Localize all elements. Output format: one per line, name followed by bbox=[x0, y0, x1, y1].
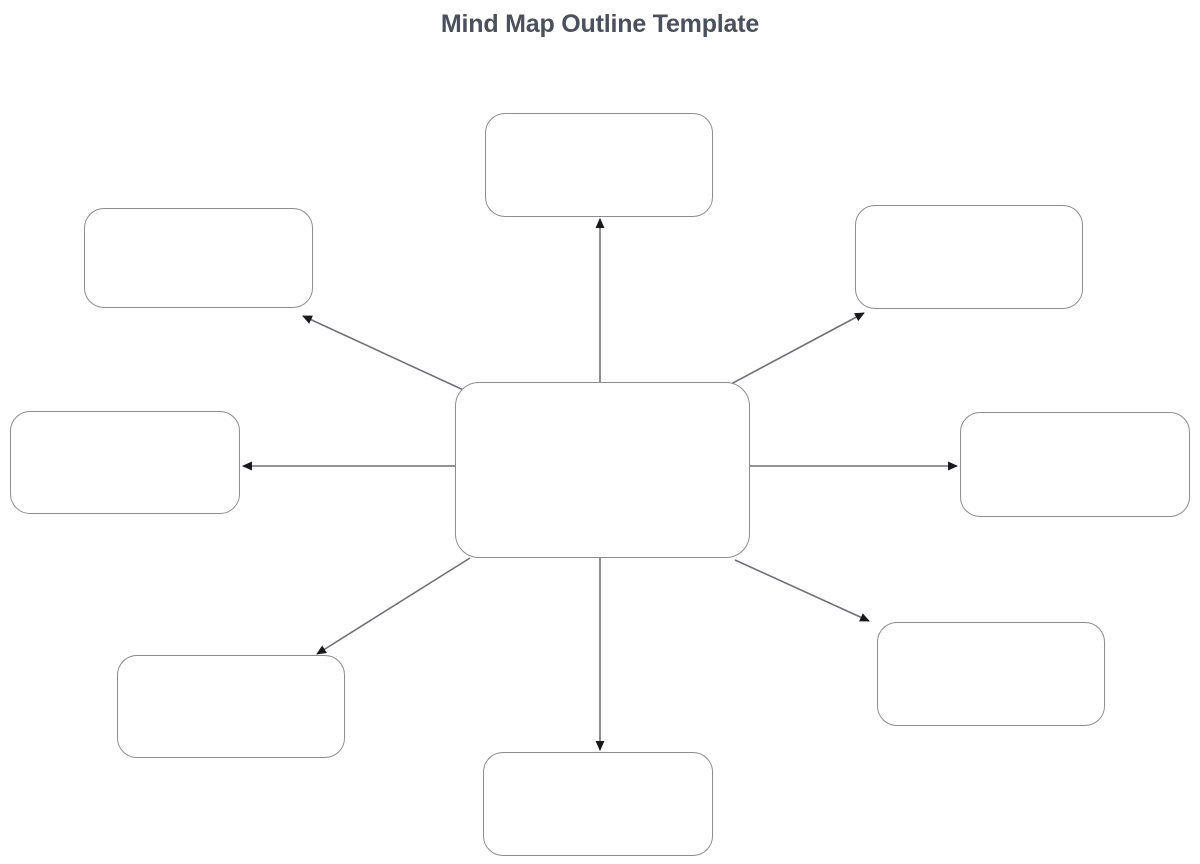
page-title: Mind Map Outline Template bbox=[440, 10, 760, 38]
branch-node-top-right[interactable] bbox=[855, 205, 1083, 309]
connector-arrow-top-left[interactable] bbox=[302, 315, 471, 394]
connector-arrow-bottom-left[interactable] bbox=[316, 557, 471, 655]
central-topic-node[interactable] bbox=[455, 382, 750, 558]
branch-node-bottom[interactable] bbox=[483, 752, 713, 856]
branch-node-left[interactable] bbox=[10, 411, 240, 514]
branch-node-top[interactable] bbox=[485, 113, 713, 217]
branch-node-bottom-left[interactable] bbox=[117, 655, 345, 758]
branch-node-right[interactable] bbox=[960, 412, 1190, 517]
connector-arrow-bottom-right[interactable] bbox=[734, 559, 870, 622]
branch-node-bottom-right[interactable] bbox=[877, 622, 1105, 726]
edge-group bbox=[242, 218, 958, 751]
connector-arrow-top-right[interactable] bbox=[730, 312, 865, 385]
branch-node-top-left[interactable] bbox=[84, 208, 313, 308]
